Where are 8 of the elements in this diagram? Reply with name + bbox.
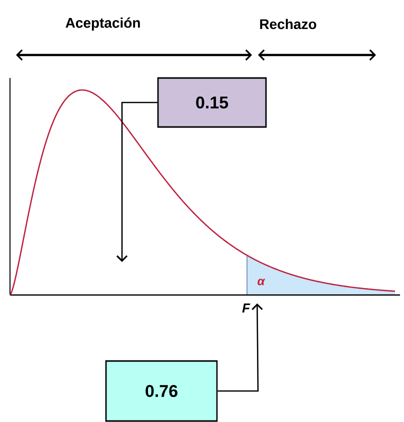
region-label: Aceptación bbox=[66, 17, 140, 31]
leader-line bbox=[218, 303, 263, 392]
alpha-label: α bbox=[258, 278, 266, 286]
region-label: Rechazo bbox=[260, 18, 316, 30]
leader-line bbox=[116, 102, 158, 262]
axis-label: F bbox=[242, 304, 250, 312]
value-box: 0.15 bbox=[157, 77, 267, 128]
value-box: 0.76 bbox=[105, 360, 218, 422]
